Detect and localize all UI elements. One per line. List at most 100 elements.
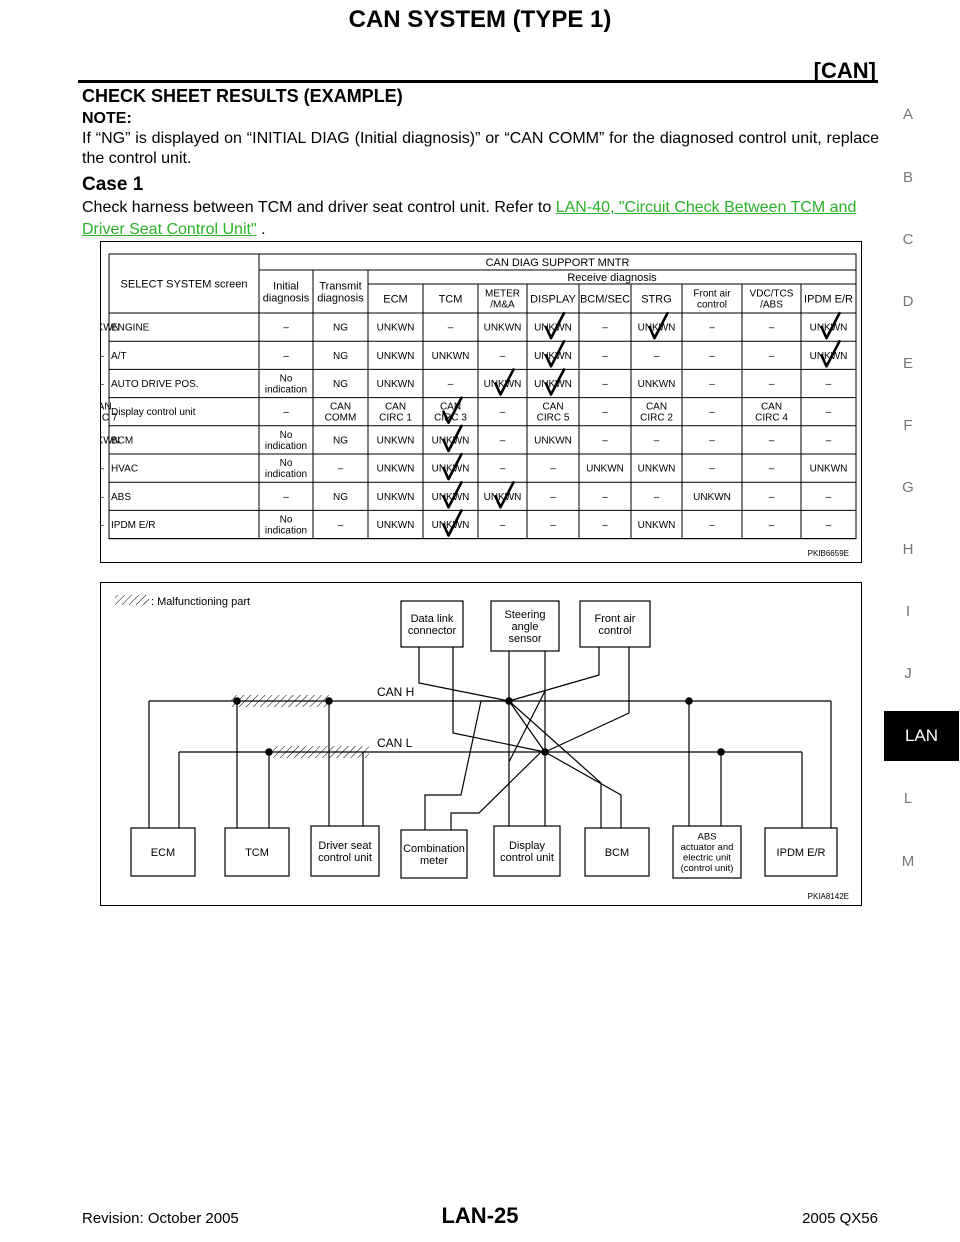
table-cell: CAN (330, 402, 351, 413)
table-cell: No (280, 458, 293, 469)
sidebar-letter[interactable]: D (902, 293, 914, 310)
table-cell: – (283, 323, 289, 334)
table-cell: – (338, 520, 344, 531)
table-cell: indication (265, 441, 307, 452)
table-cell: – (826, 435, 832, 446)
row-system-name: IPDM E/R (111, 520, 155, 531)
table-cell: NG (333, 323, 348, 334)
page-number: LAN-25 (441, 1203, 519, 1228)
table-cell: UNKWN (484, 323, 522, 334)
table-cell: UNKWN (534, 351, 572, 362)
unit-wire (508, 690, 546, 763)
junction-dot (265, 748, 273, 756)
row-system-name: ABS (111, 492, 131, 503)
circuit-check-link[interactable]: LAN-40, "Circuit Check Between TCM and D… (82, 199, 857, 238)
bottom-unit-box (493, 825, 561, 877)
check-mark (544, 311, 566, 340)
header-receive-column: /M&A (490, 300, 515, 311)
table-cell: indication (265, 385, 307, 396)
table-cell: – (500, 351, 506, 362)
header-receive-column: BCM/SEC (580, 293, 630, 305)
unit-wire (424, 700, 507, 830)
table-cell: UNKWN (377, 351, 415, 362)
header-receive-column: Front air (693, 289, 731, 300)
table-cell: – (602, 520, 608, 531)
table-cell: UNKWN (638, 323, 676, 334)
sidebar-letter[interactable]: M (901, 853, 915, 870)
can-l-label: CAN L (377, 736, 413, 750)
sidebar-letter[interactable]: H (902, 541, 914, 558)
sidebar-tab-lan[interactable]: LAN (884, 711, 959, 761)
table-cell: – (448, 379, 454, 390)
top-unit-label: Steering (505, 609, 546, 621)
bottom-unit-label: (control unit) (681, 863, 734, 874)
row-system-name: A/T (111, 351, 127, 362)
case-heading: Case 1 (82, 174, 144, 195)
table-cell: UNKWN (432, 464, 470, 475)
table-cell: – (769, 520, 775, 531)
table-cell: UNKWN (810, 351, 848, 362)
row-system-name: AUTO DRIVE POS. (111, 379, 199, 390)
sidebar-letter[interactable]: G (902, 479, 914, 496)
sidebar-letter[interactable]: A (902, 106, 913, 123)
table-cell: UNKWN (377, 379, 415, 390)
sidebar-letter[interactable]: J (904, 665, 912, 682)
table-cell: – (654, 351, 660, 362)
table-cell: UNKWN (693, 492, 731, 503)
table-cell: UNKWN (484, 379, 522, 390)
table-cell: UNKWN (534, 379, 572, 390)
top-unit-label: Front air (595, 613, 636, 625)
bottom-unit-box (130, 827, 196, 877)
table-cell: No (280, 430, 293, 441)
table-cell: CAN (542, 402, 563, 413)
row-system-name: BCM (111, 435, 133, 446)
sidebar-letter[interactable]: E (902, 355, 913, 372)
bottom-unit-label: actuator and (681, 842, 734, 853)
top-unit-box (490, 600, 560, 652)
bottom-unit-box (584, 827, 650, 877)
table-cell: UNKWN (638, 520, 676, 531)
table-cell: – (602, 351, 608, 362)
bottom-unit-label: IPDM E/R (777, 847, 826, 859)
table-cell: CAN (440, 402, 461, 413)
table-cell: UNKWN (534, 435, 572, 446)
legend-hatch (115, 595, 149, 605)
table-cell: – (602, 492, 608, 503)
sidebar-letter[interactable]: I (905, 603, 911, 620)
table-cell: UNKWN (377, 464, 415, 475)
check-mark (820, 311, 841, 340)
check-mark (442, 424, 463, 453)
sidebar-letter[interactable]: L (903, 790, 913, 807)
sidebar-letter[interactable]: F (903, 417, 913, 434)
table-cell: NG (333, 351, 348, 362)
table-cell: – (769, 435, 775, 446)
table-border (108, 253, 857, 540)
sidebar-letter[interactable]: C (902, 231, 914, 248)
check-mark (494, 481, 515, 509)
table-cell: – (500, 464, 506, 475)
table-cell: – (654, 435, 660, 446)
check-mark (442, 509, 463, 537)
sidebar-letter[interactable]: B (902, 169, 913, 186)
bottom-unit-box (224, 827, 290, 877)
table-cell: – (769, 351, 775, 362)
junction-dot (541, 748, 549, 756)
bottom-unit-label: Display (509, 840, 546, 852)
unit-wire (508, 647, 600, 702)
figure-code: PKIA8142E (807, 892, 849, 901)
table-cell: UNKWN (810, 464, 848, 475)
header-receive-column: VDC/TCS (750, 289, 794, 300)
header-rule (78, 80, 878, 83)
check-mark (442, 396, 463, 424)
table-cell: – (709, 323, 715, 334)
table-cell: – (769, 379, 775, 390)
top-unit-label: connector (408, 625, 457, 637)
table-cell: – (101, 464, 104, 475)
malfunction-zone (231, 695, 331, 707)
bottom-unit-label: ECM (151, 847, 175, 859)
wiring (148, 647, 832, 830)
table-cell: CIRC 7 (101, 413, 118, 424)
case-text: Check harness between TCM and driver sea… (82, 199, 556, 216)
